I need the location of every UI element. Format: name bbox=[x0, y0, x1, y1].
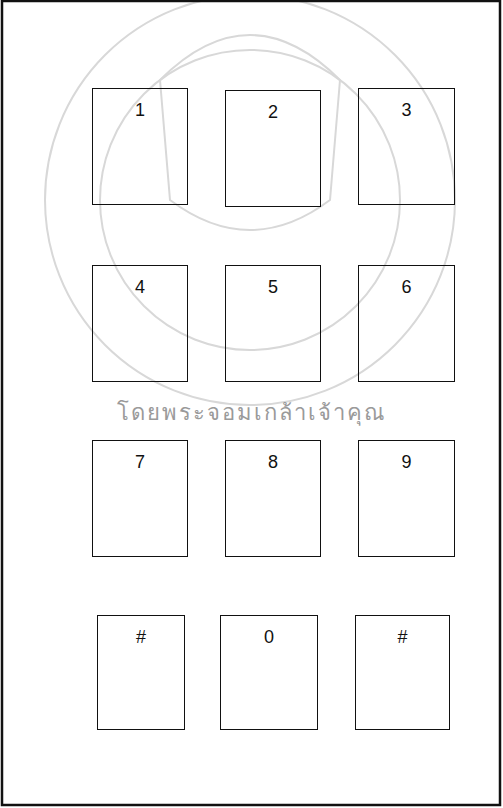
key-label: 7 bbox=[93, 453, 187, 473]
key-label: 9 bbox=[359, 453, 454, 473]
key-box: 0 bbox=[220, 615, 318, 730]
key-label: 4 bbox=[93, 278, 187, 298]
key-label: # bbox=[98, 628, 184, 648]
key-label: 8 bbox=[226, 453, 320, 473]
key-box: 5 bbox=[225, 265, 321, 382]
key-label: 0 bbox=[221, 628, 317, 648]
key-box: 6 bbox=[358, 265, 455, 382]
key-label: 6 bbox=[359, 278, 454, 298]
key-box: # bbox=[355, 615, 450, 730]
key-box: 2 bbox=[225, 90, 321, 207]
key-box: 7 bbox=[92, 440, 188, 557]
key-label: 3 bbox=[359, 101, 454, 121]
watermark-text: โดยพระจอมเกล้าเจ้าคุณ bbox=[117, 395, 386, 430]
key-label: # bbox=[356, 628, 449, 648]
key-label: 1 bbox=[93, 101, 187, 121]
key-label: 5 bbox=[226, 278, 320, 298]
key-box: 3 bbox=[358, 88, 455, 205]
key-box: 8 bbox=[225, 440, 321, 557]
key-box: # bbox=[97, 615, 185, 730]
key-box: 4 bbox=[92, 265, 188, 382]
key-box: 1 bbox=[92, 88, 188, 205]
key-label: 2 bbox=[226, 103, 320, 123]
key-box: 9 bbox=[358, 440, 455, 557]
watermark-logo bbox=[45, 0, 455, 405]
